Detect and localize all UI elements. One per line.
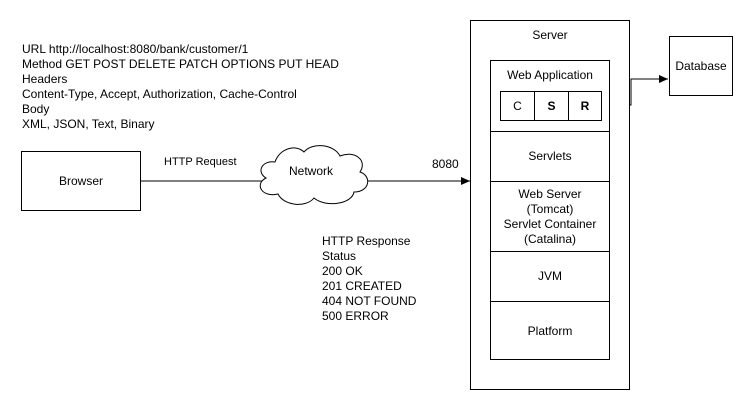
response-status-title: Status [322, 249, 357, 263]
mvc-box: C S R [500, 91, 602, 121]
mvc-service: S [535, 92, 569, 120]
tomcat-label: (Tomcat) [526, 201, 574, 216]
http-request-label: HTTP Request [164, 156, 237, 168]
port-label: 8080 [432, 157, 459, 171]
response-status-500: 500 ERROR [322, 309, 389, 323]
web-server-label: Web Server [518, 186, 582, 201]
response-status-201: 201 CREATED [322, 279, 402, 293]
request-method-line: Method GET POST DELETE PATCH OPTIONS PUT… [22, 57, 339, 71]
browser-box: Browser [21, 151, 141, 211]
network-cloud [259, 145, 369, 205]
server-title: Server [532, 28, 568, 42]
request-body-title: Body [22, 102, 50, 116]
platform-layer: Platform [491, 301, 609, 361]
database-box: Database [669, 36, 733, 96]
mvc-repository: R [580, 99, 590, 113]
request-info: URL http://localhost:8080/bank/customer/… [22, 42, 339, 132]
web-server-layer: Web Server (Tomcat) Servlet Container (C… [491, 181, 609, 251]
response-info: HTTP Response Status 200 OK 201 CREATED … [322, 234, 416, 324]
web-application-layer: Web Application C S R [491, 61, 609, 131]
jvm-layer: JVM [491, 251, 609, 301]
response-title: HTTP Response [322, 234, 411, 248]
request-headers-title: Headers [22, 72, 68, 86]
response-status-200: 200 OK [322, 264, 363, 278]
servlet-container-label: Servlet Container [503, 216, 597, 231]
servlets-layer: Servlets [491, 131, 609, 181]
request-body-line: XML, JSON, Text, Binary [22, 117, 155, 131]
request-url-line: URL http://localhost:8080/bank/customer/… [22, 42, 249, 56]
server-stack: Web Application C S R Servlets Web Serve… [490, 60, 610, 360]
servlets-label: Servlets [528, 149, 572, 163]
jvm-label: JVM [538, 269, 562, 283]
database-label: Database [675, 59, 727, 73]
request-headers-line: Content-Type, Accept, Authorization, Cac… [22, 87, 297, 101]
response-status-404: 404 NOT FOUND [322, 294, 417, 308]
mvc-controller: C [501, 92, 535, 120]
catalina-label: (Catalina) [523, 231, 577, 246]
browser-label: Browser [58, 174, 103, 188]
platform-label: Platform [527, 324, 573, 338]
network-label: Network [289, 164, 334, 178]
web-application-title: Web Application [507, 68, 593, 82]
